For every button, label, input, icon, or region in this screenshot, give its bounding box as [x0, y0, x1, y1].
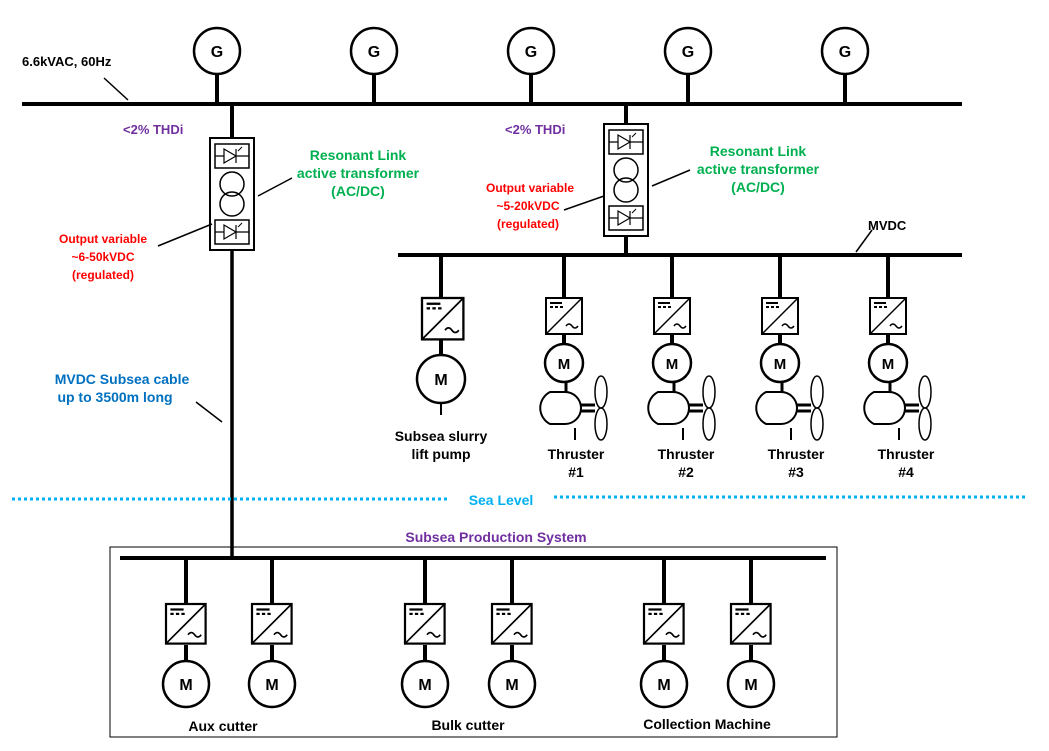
sea-level-label: Sea Level — [469, 492, 534, 508]
left-active-transformer — [209, 137, 255, 251]
right-output-leader — [563, 195, 605, 211]
motor-label: M — [882, 356, 895, 373]
aux-cutter-label: Aux cutter — [188, 718, 258, 734]
thdi-label-right: <2% THDi — [505, 122, 565, 137]
output-label-line-3: (regulated) — [497, 217, 559, 231]
motor-label: M — [744, 677, 757, 694]
generator-5: G — [820, 26, 870, 104]
motor-label: M — [666, 356, 679, 373]
output-label-line-3: (regulated) — [72, 268, 134, 282]
thruster-number: #4 — [898, 464, 914, 480]
cable-label-line-2: up to 3500m long — [57, 389, 172, 405]
subsea-system-label: Subsea Production System — [405, 529, 586, 545]
thruster-name: Thruster — [878, 446, 935, 462]
ac-bus-label: 6.6kVAC, 60Hz — [22, 54, 112, 69]
right-active-transformer — [603, 123, 649, 237]
subsea-drive-2: M — [247, 558, 297, 709]
right-output-label: Output variable ~5-20kVDC (regulated) — [486, 181, 574, 231]
transformer-label-line-2: active transformer — [297, 165, 420, 181]
thruster-name: Thruster — [768, 446, 825, 462]
motor-label: M — [418, 677, 431, 694]
thruster-name: Thruster — [658, 446, 715, 462]
transformer-label-line-1: Resonant Link — [710, 143, 807, 159]
generator-label: G — [682, 44, 694, 61]
mvdc-leader — [855, 229, 873, 253]
right-transformer-leader — [651, 169, 691, 187]
subsea-drive-3: M — [400, 558, 450, 709]
transformer-label-line-3: (AC/DC) — [331, 183, 385, 199]
collection-machine-label: Collection Machine — [643, 716, 771, 732]
transformer-label-line-1: Resonant Link — [310, 147, 407, 163]
subsea-drive-1: M — [161, 558, 211, 709]
motor-label: M — [434, 372, 447, 389]
left-output-label: Output variable ~6-50kVDC (regulated) — [59, 232, 147, 282]
generator-4: G — [663, 26, 713, 104]
left-output-leader — [157, 223, 213, 247]
transformer-label-line-3: (AC/DC) — [731, 179, 785, 195]
mvdc-label: MVDC — [868, 218, 907, 233]
motor-label: M — [179, 677, 192, 694]
transformer-label-line-2: active transformer — [697, 161, 820, 177]
cable-label: MVDC Subsea cable up to 3500m long — [55, 371, 190, 405]
generator-3: G — [506, 26, 556, 104]
motor-label: M — [265, 677, 278, 694]
motor-label: M — [505, 677, 518, 694]
output-label-line-1: Output variable — [486, 181, 574, 195]
cable-label-line-1: MVDC Subsea cable — [55, 371, 190, 387]
thruster-number: #2 — [678, 464, 694, 480]
generator-2: G — [349, 26, 399, 104]
thdi-label-left: <2% THDi — [123, 122, 183, 137]
slurry-lift-pump: M Subsea slurry lift pump — [395, 255, 488, 462]
thruster-1: M Thruster #1 — [538, 255, 609, 480]
generator-label: G — [839, 44, 851, 61]
thruster-4: M Thruster #4 — [862, 255, 935, 480]
motor-label: M — [657, 677, 670, 694]
generator-label: G — [525, 44, 537, 61]
left-transformer-label: Resonant Link active transformer (AC/DC) — [297, 147, 420, 199]
motor-label: M — [774, 356, 787, 373]
left-transformer-leader — [257, 177, 293, 197]
ac-bus-leader — [103, 77, 129, 101]
subsea-system-box — [109, 546, 838, 738]
thruster-number: #3 — [788, 464, 804, 480]
pump-label-line-1: Subsea slurry — [395, 428, 488, 444]
output-label-line-2: ~5-20kVDC — [496, 199, 559, 213]
thruster-number: #1 — [568, 464, 584, 480]
thruster-name: Thruster — [548, 446, 605, 462]
pump-label-line-2: lift pump — [411, 446, 470, 462]
output-label-line-2: ~6-50kVDC — [71, 250, 134, 264]
generator-label: G — [211, 44, 223, 61]
generator-label: G — [368, 44, 380, 61]
right-transformer-label: Resonant Link active transformer (AC/DC) — [697, 143, 820, 195]
subsea-drive-4: M — [487, 558, 537, 709]
generator-1: G — [192, 26, 242, 104]
thruster-2: M Thruster #2 — [646, 255, 717, 480]
subsea-drive-6: M — [726, 558, 776, 709]
output-label-line-1: Output variable — [59, 232, 147, 246]
bulk-cutter-label: Bulk cutter — [431, 717, 505, 733]
subsea-drive-5: M — [639, 558, 689, 709]
cable-leader — [195, 401, 223, 423]
thruster-3: M Thruster #3 — [754, 255, 825, 480]
motor-label: M — [558, 356, 571, 373]
